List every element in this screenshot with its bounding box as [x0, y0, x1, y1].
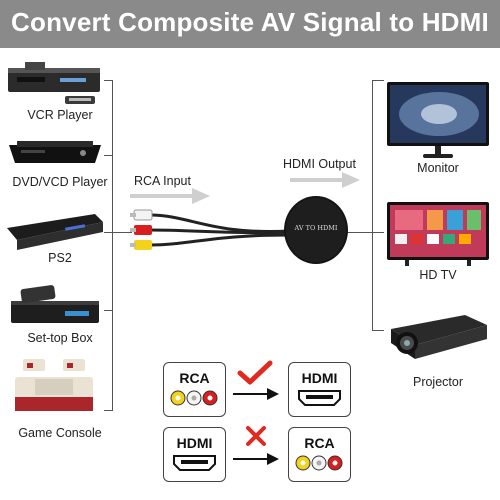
game-console-icon: [15, 359, 93, 411]
monitor-icon: [387, 82, 489, 158]
left-bracket-to-cable: [112, 232, 132, 233]
ps2-console-icon: [7, 214, 103, 250]
x-mark-icon: [246, 426, 266, 446]
hdmi-output-arrow-icon: [290, 172, 360, 188]
forward-arrow-icon-2: [233, 453, 279, 465]
rca-source-box-label: RCA: [179, 370, 210, 386]
rca-input-label: RCA Input: [134, 174, 191, 188]
rca-input-arrow-icon: [130, 188, 210, 204]
hdmi-target-box: HDMI: [288, 362, 351, 417]
hdtv-icon: [387, 202, 489, 266]
hdmi-target-box-label: HDMI: [301, 370, 338, 386]
left-bracket-tick-1: [104, 80, 113, 81]
left-bracket-tick-2: [104, 155, 113, 156]
left-bracket-tick-3: [104, 232, 113, 233]
hdmi-port-icon: [298, 390, 341, 406]
converter-to-bracket: [346, 232, 373, 233]
rca-target-box-label: RCA: [304, 435, 335, 451]
rca-source-box: RCA: [163, 362, 226, 417]
rca-jacks-icon-2: [295, 455, 343, 471]
output-label-projector: Projector: [412, 375, 464, 389]
source-label-set-top-box: Set-top Box: [27, 331, 93, 345]
output-label-monitor: Monitor: [417, 161, 459, 175]
rca-target-box: RCA: [288, 427, 351, 482]
checkmark-icon: [237, 360, 273, 385]
converter-puck-icon: [284, 196, 348, 264]
rca-jacks-icon: [170, 390, 218, 406]
output-label-hdtv: HD TV: [419, 268, 457, 282]
projector-icon: [391, 315, 487, 359]
vcr-icon: [8, 62, 100, 104]
right-bracket-tick-2: [372, 232, 384, 233]
dvd-player-icon: [9, 141, 101, 163]
source-label-vcr: VCR Player: [27, 108, 93, 122]
left-bracket-line: [112, 80, 113, 410]
hdmi-port-icon-2: [173, 455, 216, 471]
right-bracket-tick-3: [372, 330, 384, 331]
left-bracket-tick-4: [104, 310, 113, 311]
source-label-dvd: DVD/VCD Player: [12, 175, 108, 189]
right-bracket-line: [372, 80, 373, 330]
right-bracket-tick-1: [372, 80, 384, 81]
hdmi-source-box: HDMI: [163, 427, 226, 482]
source-label-ps2: PS2: [48, 251, 72, 265]
title-banner: [0, 0, 500, 48]
hdmi-source-box-label: HDMI: [176, 435, 213, 451]
set-top-box-icon: [11, 285, 99, 323]
rca-cable-icon: [130, 209, 290, 250]
source-label-game-console: Game Console: [18, 426, 102, 440]
hdmi-output-label: HDMI Output: [283, 157, 356, 171]
banner-title: Convert Composite AV Signal to HDMI: [11, 7, 489, 37]
forward-arrow-icon: [233, 388, 279, 400]
converter-label: AV TO HDMI: [294, 224, 338, 232]
left-bracket-tick-5: [104, 410, 113, 411]
